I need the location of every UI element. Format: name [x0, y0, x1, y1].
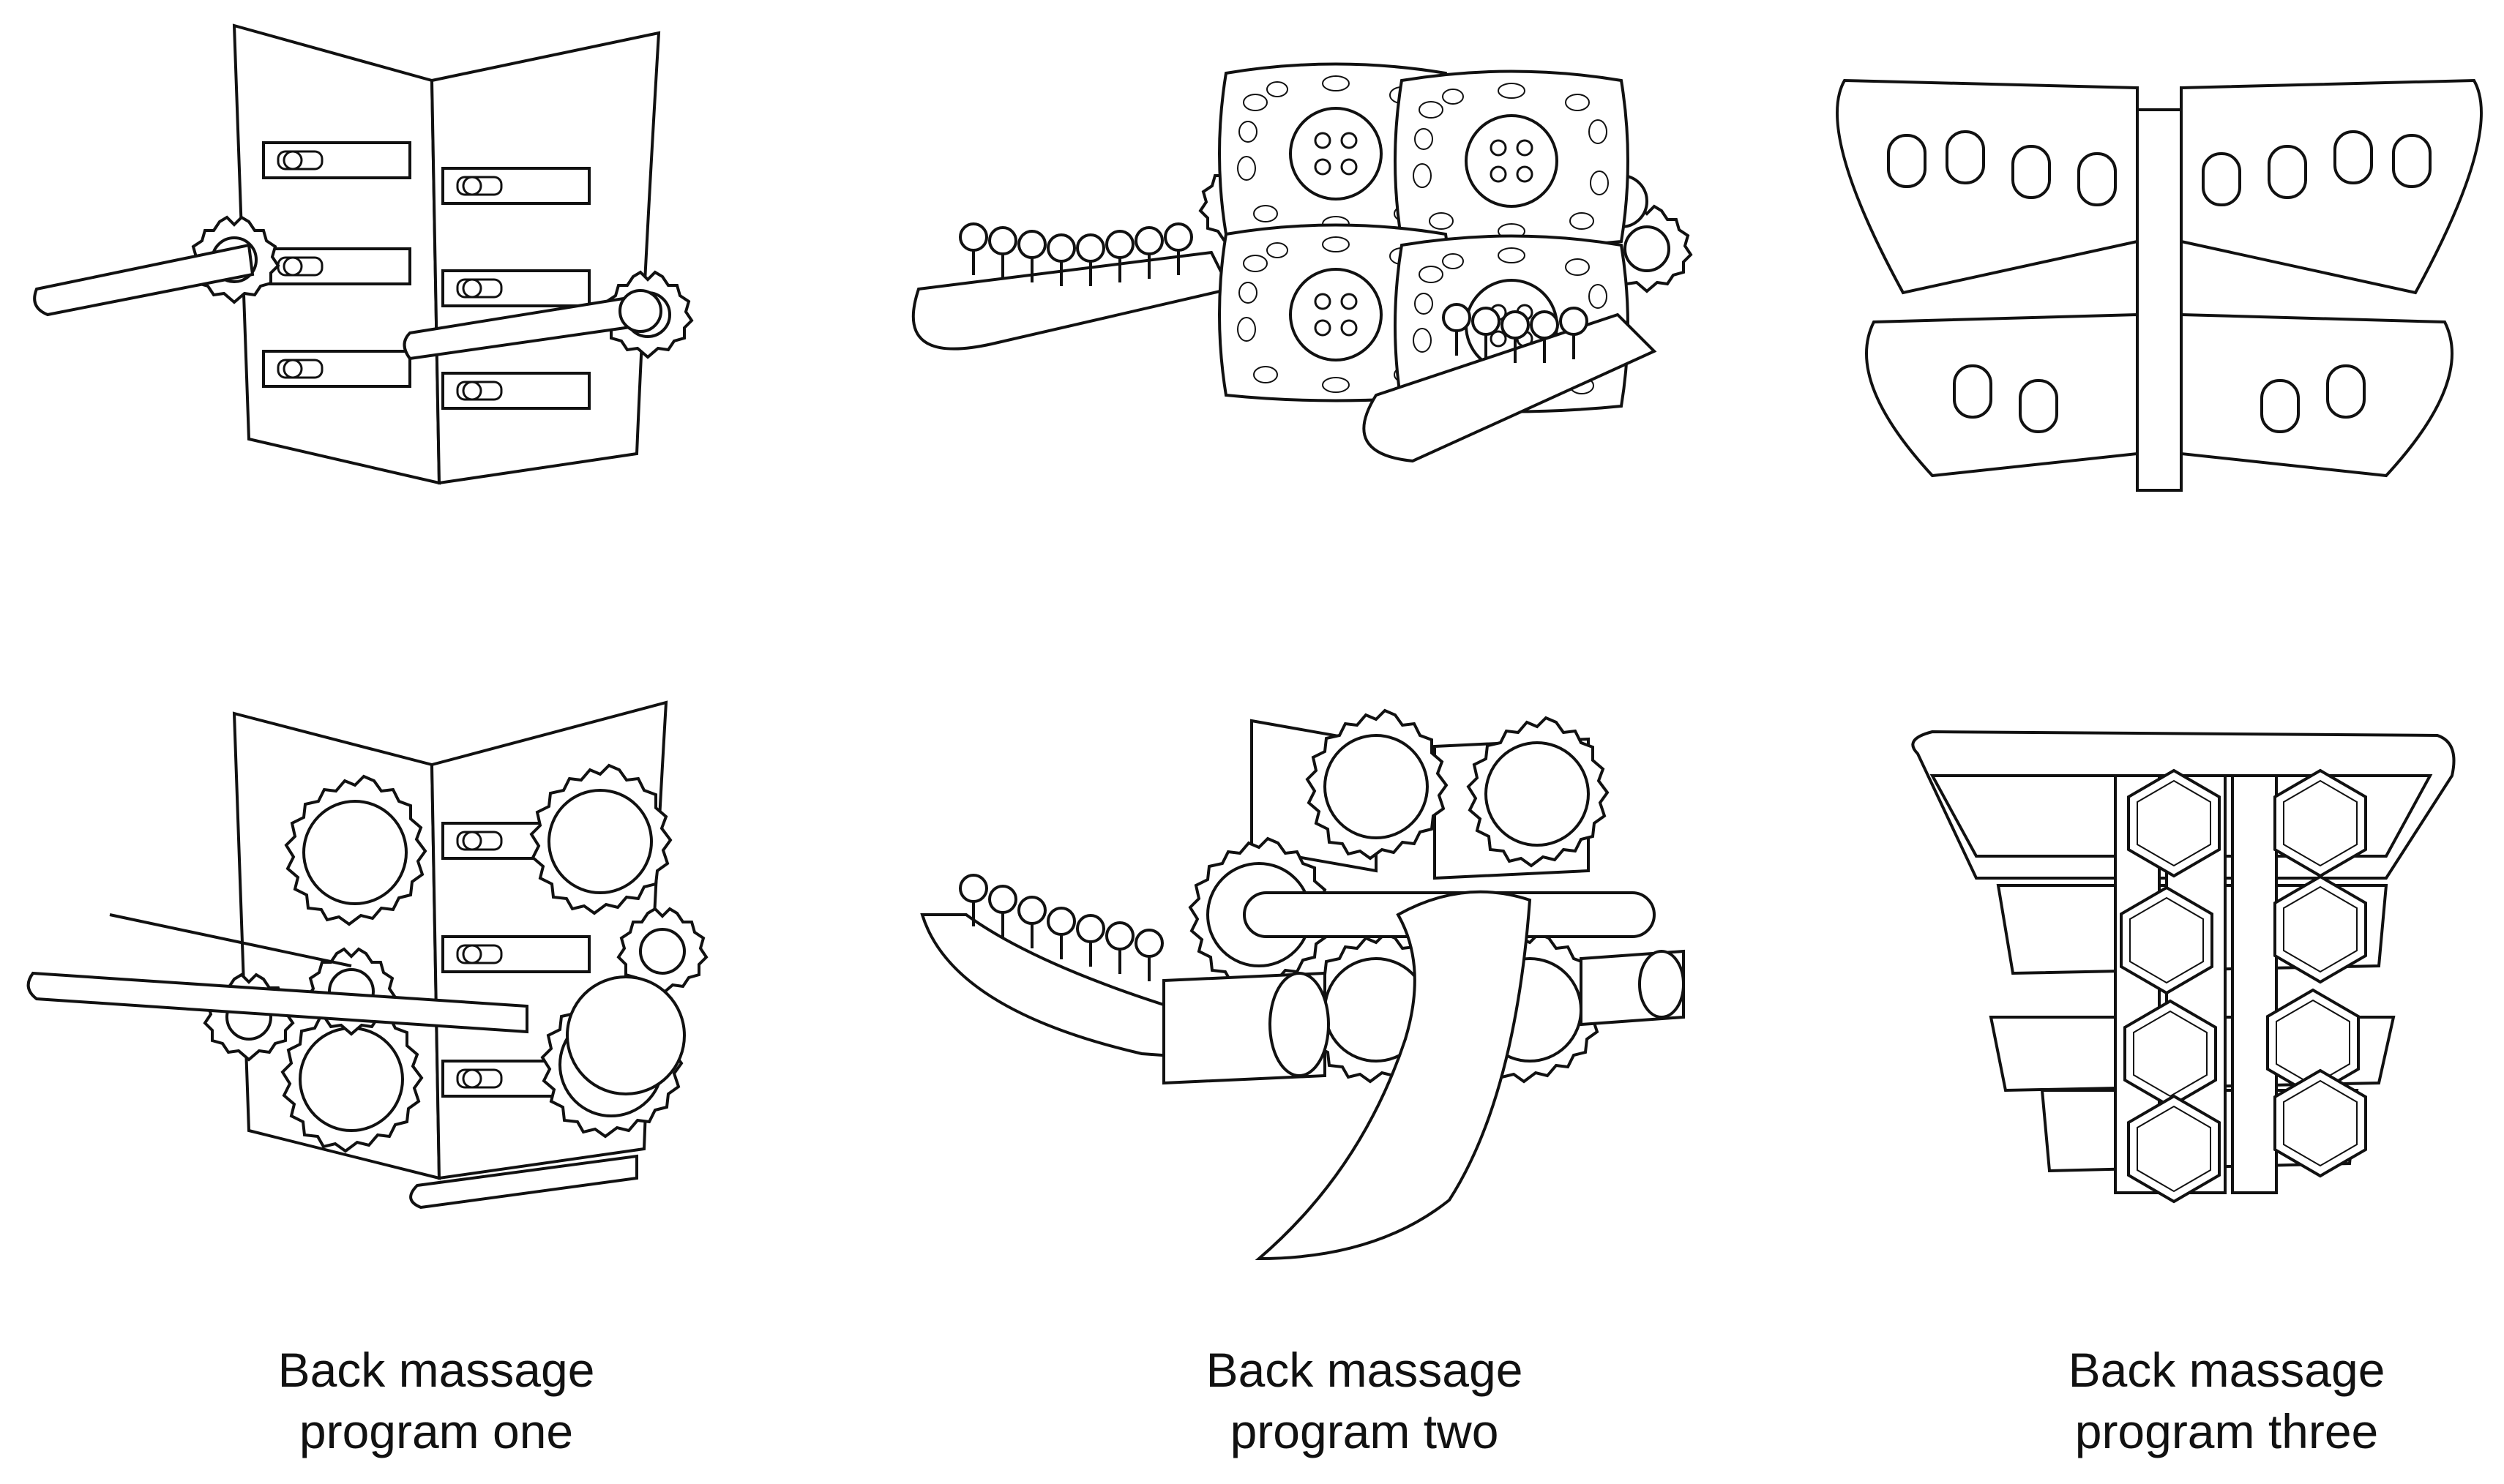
caption-program-three-line1: Back massage — [2068, 1343, 2385, 1397]
caption-program-two-line2: program two — [1230, 1404, 1499, 1458]
caption-program-one: Back massage program one — [107, 1339, 766, 1462]
program-one-device-b — [26, 700, 708, 1210]
caption-program-two: Back massage program two — [1035, 1339, 1694, 1462]
program-two-device-b — [920, 709, 1685, 1261]
program-one-device-a — [33, 23, 693, 485]
caption-program-three-line2: program three — [2074, 1404, 2379, 1458]
program-two-device-a — [911, 62, 1692, 463]
program-three-device-b — [1911, 730, 2456, 1203]
program-three-device-a — [1836, 78, 2483, 492]
caption-program-one-line2: program one — [299, 1404, 574, 1458]
caption-program-two-line1: Back massage — [1206, 1343, 1523, 1397]
caption-program-one-line1: Back massage — [277, 1343, 595, 1397]
caption-program-three: Back massage program three — [1897, 1339, 2504, 1462]
